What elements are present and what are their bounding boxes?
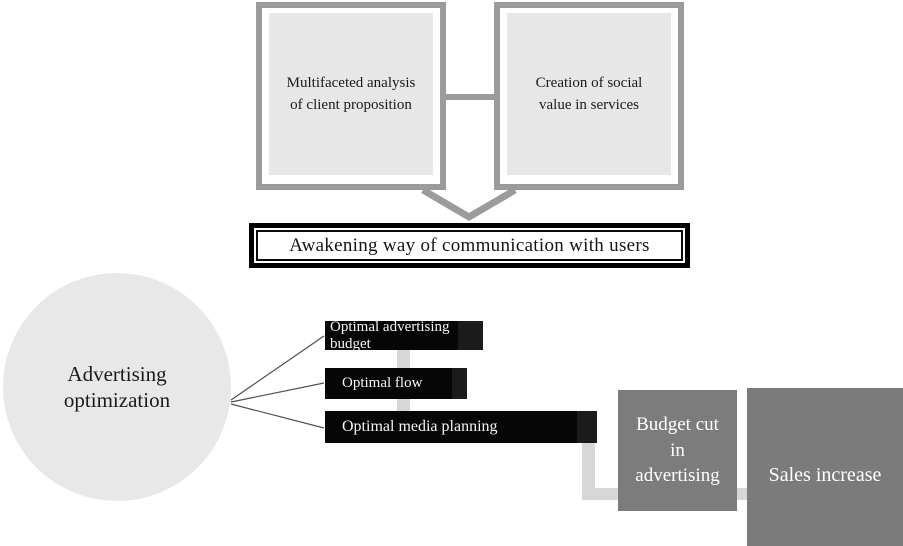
bar-end-highlight: [577, 411, 597, 443]
bar-end-highlight: [452, 368, 467, 399]
bar-optimal-media-planning-label: Optimal media planning: [342, 418, 498, 435]
bar-optimal-flow: Optimal flow: [325, 368, 467, 399]
banner-label: Awakening way of communication with user…: [256, 230, 683, 261]
connector-strip-bar1-bar2: [397, 345, 410, 375]
framed-box-social-value: Creation of social value in services: [494, 2, 684, 190]
framed-box-client-proposition: Multifaceted analysis of client proposit…: [256, 2, 446, 190]
banner-box: Awakening way of communication with user…: [249, 223, 690, 268]
budget-cut-box: Budget cut in advertising: [618, 390, 737, 511]
bar-end-highlight: [458, 321, 483, 350]
bar-optimal-media-planning: Optimal media planning: [325, 411, 597, 443]
fan-line-to-bar1: [230, 335, 325, 401]
sales-increase-box: Sales increase: [747, 388, 903, 546]
connector-elbow-vertical: [582, 440, 595, 500]
banner-box-gap: Awakening way of communication with user…: [254, 228, 685, 263]
bar-optimal-advertising-budget: Optimal advertising budget: [325, 321, 483, 350]
framed-box-client-proposition-label: Multifaceted analysis of client proposit…: [269, 13, 433, 175]
down-chevron-arrow-icon: [421, 186, 517, 222]
top-boxes-connector: [446, 94, 494, 100]
bar-optimal-advertising-budget-label: Optimal advertising budget: [330, 321, 450, 350]
fan-line-to-bar3: [230, 403, 325, 429]
fan-line-to-bar2: [230, 382, 325, 403]
advertising-optimization-circle: Advertising optimization: [3, 273, 231, 501]
bar-optimal-flow-label: Optimal flow: [342, 375, 423, 391]
framed-box-social-value-label: Creation of social value in services: [507, 13, 671, 175]
